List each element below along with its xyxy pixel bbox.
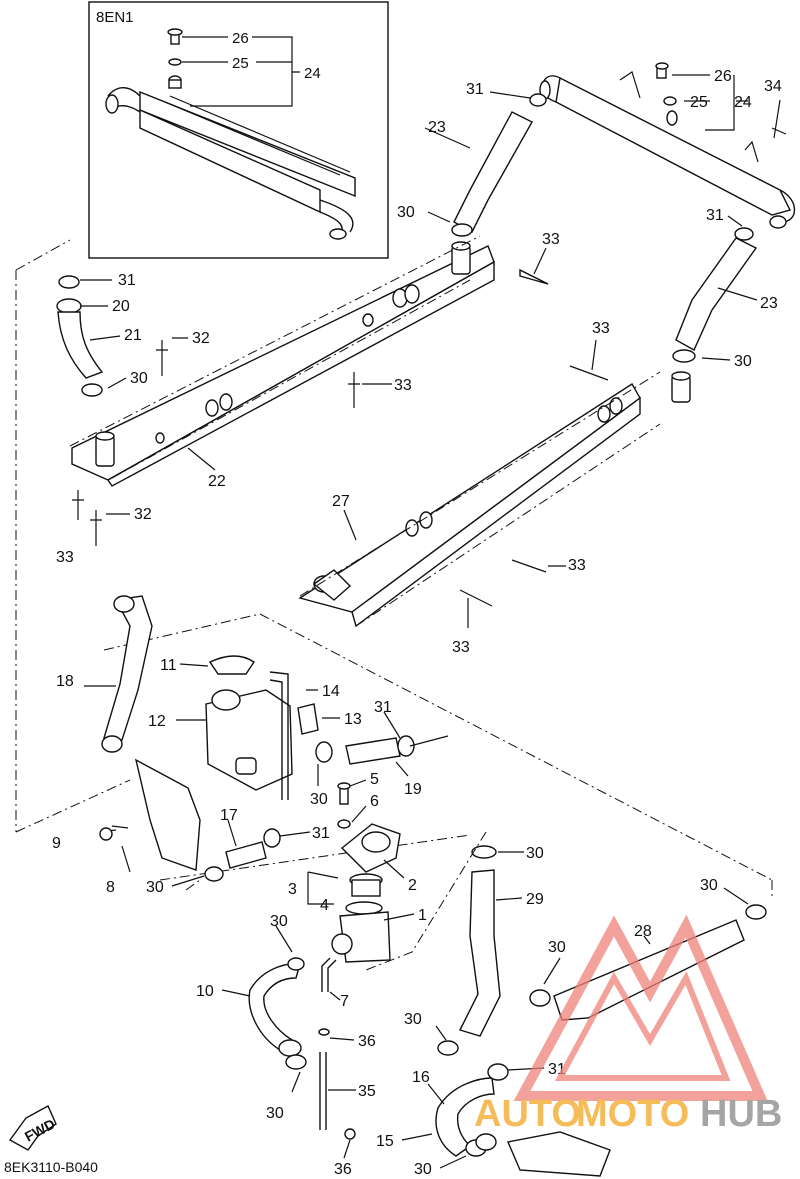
callout-28: 28 [634,923,652,940]
bolt-33-rail27-top [569,339,609,381]
callout-23-a: 23 [428,119,446,136]
inset-code: 8EN1 [96,9,134,26]
callout-30-k: 30 [548,939,566,956]
bolt-32-upper [156,337,188,376]
callout-22: 22 [208,473,226,490]
callout-27: 27 [332,493,350,510]
bolts-lower-left [72,490,130,546]
callout-33-e: 33 [568,557,586,574]
callout-26: 26 [714,68,732,85]
callout-20: 20 [112,298,130,315]
callout-7: 7 [340,993,349,1010]
callout-32-b: 32 [134,506,152,523]
callout-36-b: 36 [334,1161,352,1178]
bolt-33-top [519,247,549,285]
callout-21: 21 [124,327,142,344]
callout-9: 9 [52,835,61,852]
callout-26-inset: 26 [232,30,249,47]
hose-15-16 [401,1063,611,1177]
hose-19 [315,711,449,786]
callout-31-c: 31 [118,272,136,289]
thermostat-assembly [307,823,415,963]
callout-33-b: 33 [394,377,412,394]
callout-17: 17 [220,807,238,824]
callout-13: 13 [344,711,362,728]
hose-7-35 [318,957,356,1159]
callout-33-f: 33 [452,639,470,656]
callout-14: 14 [322,683,340,700]
callout-4: 4 [320,897,329,914]
callout-16: 16 [412,1069,430,1086]
callout-24-inset: 24 [304,65,321,82]
hose-23-upper [424,91,547,237]
bolt-33-rail27-bottom [459,589,493,628]
left-hose-assembly [56,275,127,397]
bracket-8 [99,758,201,873]
callout-29: 29 [526,891,544,908]
callout-30-e: 30 [146,879,164,896]
callout-31-e: 31 [312,825,330,842]
callout-19: 19 [404,781,422,798]
callout-23-b: 23 [760,295,778,312]
coolant-reservoir [176,655,340,800]
callout-30-i: 30 [404,1011,422,1028]
callout-18: 18 [56,673,74,690]
callout-33-d: 33 [592,320,610,337]
bolt-33-mid [348,372,392,408]
callout-32-a: 32 [192,330,210,347]
callout-12: 12 [148,713,166,730]
callout-3: 3 [288,881,297,898]
callout-30-b: 30 [734,353,752,370]
callout-24: 24 [734,94,752,111]
callout-30-h: 30 [526,845,544,862]
callout-34: 34 [764,78,782,95]
callout-2: 2 [408,877,417,894]
callout-30-c: 30 [130,370,148,387]
forward-direction-arrow: FWD [8,1105,58,1151]
callout-25: 25 [690,94,708,111]
callout-15: 15 [376,1133,394,1150]
callout-30-a: 30 [397,204,415,221]
callout-31-b: 31 [706,207,724,224]
hose-29 [435,845,524,1056]
callout-6: 6 [370,793,379,810]
callout-25-inset: 25 [232,55,249,72]
callout-36-a: 36 [358,1033,376,1050]
callout-1: 1 [418,907,427,924]
hose-18 [84,595,153,753]
callout-30-g: 30 [266,1105,284,1122]
watermark-logo: AUTO MOTO HUB [474,914,782,1135]
upper-radiator-pipe [539,62,796,229]
watermark-text-moto: MOTO [576,1093,689,1135]
radiator-rail-27 [298,371,691,628]
callout-33-a: 33 [542,231,560,248]
hose-17 [171,819,311,887]
drawing-code: 8EK3110-B040 [4,1159,98,1175]
callout-31-a: 31 [466,81,484,98]
hose-23-lower [672,215,758,363]
callout-35: 35 [358,1083,376,1100]
radiator-rail-22 [69,235,495,487]
bolt-5-washer-6 [337,779,367,829]
watermark-text-hub: HUB [700,1093,782,1135]
callout-30-j: 30 [700,877,718,894]
bolt-33-rail27-right [511,559,566,573]
inset-8en1: 8EN1 26 25 24 [88,1,389,259]
callout-33-c: 33 [56,549,74,566]
callout-30-d: 30 [310,791,328,808]
callout-30-l: 30 [414,1161,432,1178]
callout-11: 11 [160,657,177,674]
callout-10: 10 [196,983,214,1000]
callout-30-f: 30 [270,913,288,930]
watermark-text-auto: AUTO [474,1093,581,1135]
callout-31-d: 31 [374,699,392,716]
callout-5: 5 [370,771,379,788]
hose-10 [221,925,307,1093]
callout-8: 8 [106,879,115,896]
